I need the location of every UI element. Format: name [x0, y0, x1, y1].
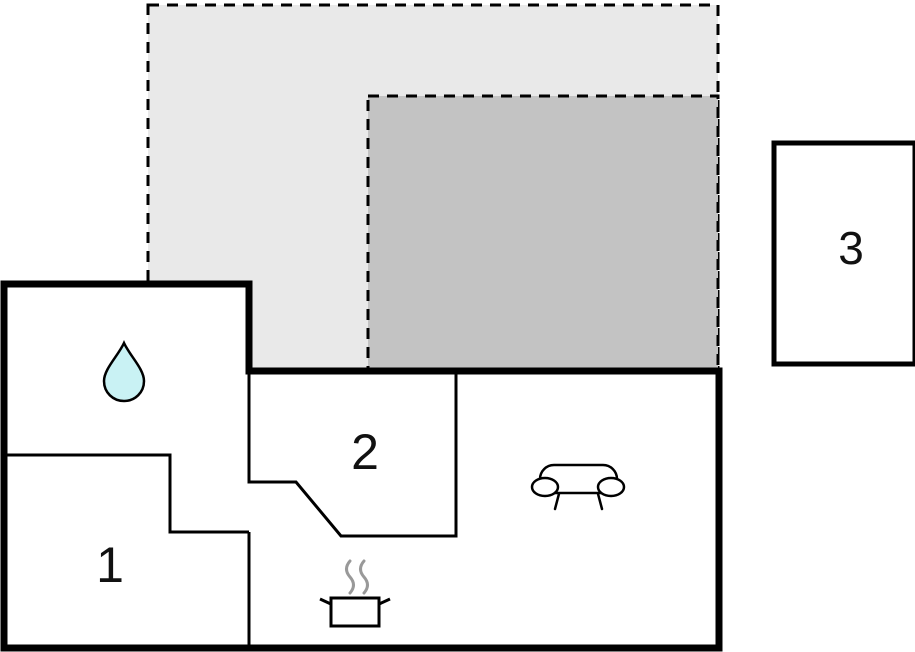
- sofa-icon: [530, 463, 626, 511]
- covered-terrace-area: [366, 94, 720, 373]
- room-3-label: 3: [838, 222, 864, 274]
- interior-walls: [4, 371, 458, 648]
- room-1-label: 1: [96, 537, 124, 593]
- building-outline: [0, 280, 723, 652]
- room-2-label: 2: [351, 424, 379, 480]
- cooking-pot-icon: [319, 559, 391, 628]
- room-3: 3: [771, 140, 915, 367]
- water-drop-icon: [102, 340, 146, 403]
